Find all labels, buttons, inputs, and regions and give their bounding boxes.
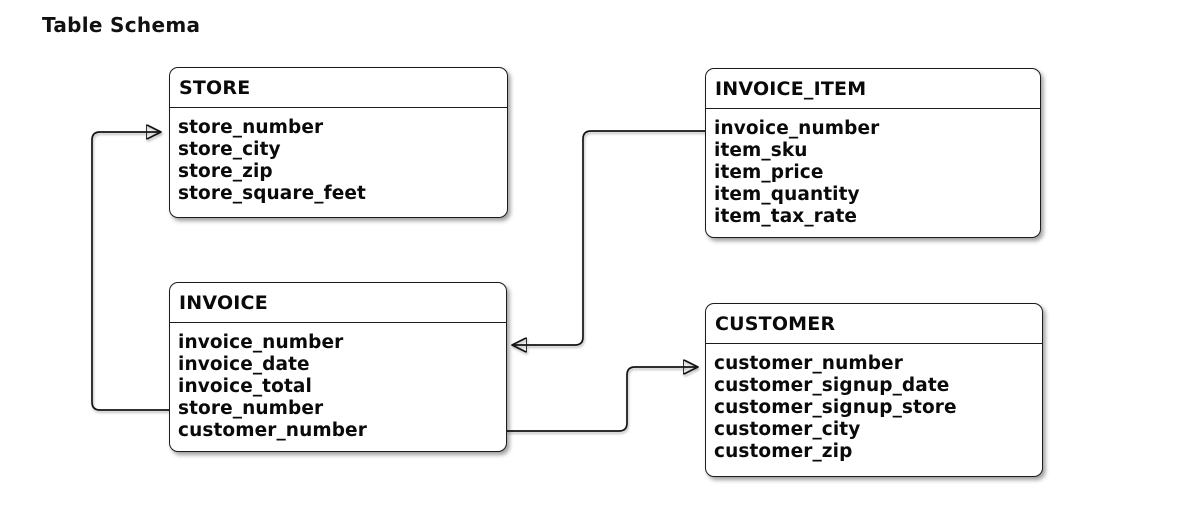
field-customer-signup-store: customer_signup_store <box>714 397 957 418</box>
field-item-quantity: item_quantity <box>714 184 860 205</box>
field-store-number: store_number <box>178 398 324 419</box>
connector-invoice-customer <box>507 367 698 432</box>
field-store-number: store_number <box>178 117 324 138</box>
field-customer-number: customer_number <box>714 353 903 374</box>
connector-invoiceitem-invoice <box>512 130 705 345</box>
table-invoice-item-title: INVOICE_ITEM <box>715 77 867 100</box>
field-customer-signup-date: customer_signup_date <box>714 375 950 396</box>
table-store: STORE store_number store_city store_zip … <box>169 67 508 218</box>
table-customer-title: CUSTOMER <box>715 312 836 335</box>
field-store-square-feet: store_square_feet <box>178 183 367 204</box>
field-item-tax-rate: item_tax_rate <box>714 206 858 227</box>
field-invoice-total: invoice_total <box>178 376 312 397</box>
field-item-sku: item_sku <box>714 140 808 161</box>
table-customer: CUSTOMER customer_number customer_signup… <box>705 303 1043 477</box>
diagram-title: Table Schema <box>42 13 201 37</box>
table-invoice: INVOICE invoice_number invoice_date invo… <box>169 282 507 452</box>
table-invoice-header: INVOICE <box>170 283 506 323</box>
field-invoice-date: invoice_date <box>178 354 310 375</box>
table-store-header: STORE <box>170 68 507 108</box>
field-customer-city: customer_city <box>714 419 861 440</box>
table-invoice-item: INVOICE_ITEM invoice_number item_sku ite… <box>705 68 1041 238</box>
table-invoice-title: INVOICE <box>179 291 268 314</box>
field-invoice-number: invoice_number <box>714 118 880 139</box>
field-customer-number: customer_number <box>178 420 367 441</box>
table-store-fields: store_number store_city store_zip store_… <box>170 108 507 213</box>
table-invoice-item-fields: invoice_number item_sku item_price item_… <box>706 109 1040 236</box>
table-store-title: STORE <box>179 76 251 99</box>
field-customer-zip: customer_zip <box>714 441 853 462</box>
table-invoice-fields: invoice_number invoice_date invoice_tota… <box>170 323 506 450</box>
field-item-price: item_price <box>714 162 824 183</box>
table-customer-header: CUSTOMER <box>706 304 1042 344</box>
connector-invoice-store <box>91 132 169 411</box>
table-invoice-item-header: INVOICE_ITEM <box>706 69 1040 109</box>
field-invoice-number: invoice_number <box>178 332 344 353</box>
table-customer-fields: customer_number customer_signup_date cus… <box>706 344 1042 471</box>
field-store-city: store_city <box>178 139 281 160</box>
field-store-zip: store_zip <box>178 161 273 182</box>
